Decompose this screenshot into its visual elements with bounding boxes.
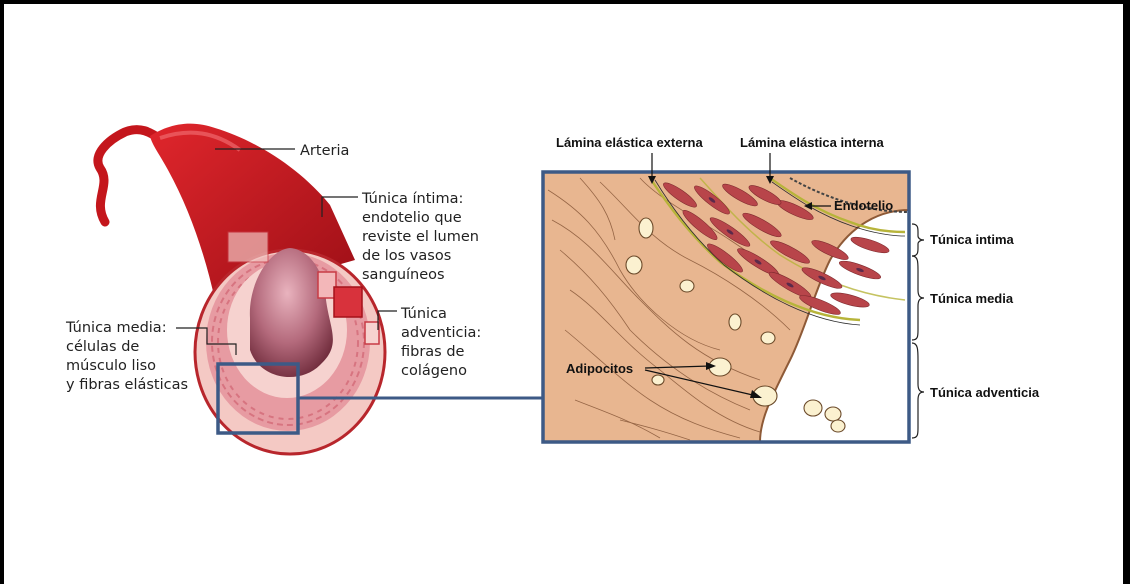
label-tunica-adventicia: Túnica adventicia: fibras de colágeno bbox=[400, 306, 481, 379]
brace-adventicia bbox=[912, 343, 924, 438]
label-endotelio: Endotelio bbox=[834, 198, 893, 213]
brace-media bbox=[912, 256, 924, 340]
label-tunica-media: Túnica media: células de músculo liso y … bbox=[65, 320, 188, 393]
svg-text:de los vasos: de los vasos bbox=[362, 248, 451, 264]
svg-text:y fibras elásticas: y fibras elásticas bbox=[66, 377, 188, 393]
svg-text:Túnica media:: Túnica media: bbox=[65, 320, 167, 336]
artery-illustration bbox=[98, 124, 385, 454]
svg-text:colágeno: colágeno bbox=[401, 363, 467, 379]
brace-intima bbox=[912, 224, 924, 256]
svg-text:Túnica íntima:: Túnica íntima: bbox=[361, 191, 463, 207]
svg-text:reviste el lumen: reviste el lumen bbox=[362, 229, 479, 245]
label-tunica-intima-right: Túnica intima bbox=[930, 232, 1015, 247]
svg-text:células de: células de bbox=[66, 339, 139, 355]
label-tunica-media-right: Túnica media bbox=[930, 291, 1014, 306]
label-adipocitos: Adipocitos bbox=[566, 361, 633, 376]
label-arteria: Arteria bbox=[300, 143, 349, 159]
svg-text:fibras de: fibras de bbox=[401, 344, 465, 360]
svg-text:endotelio que: endotelio que bbox=[362, 210, 462, 226]
label-tunica-intima: Túnica íntima: endotelio que reviste el … bbox=[361, 191, 479, 283]
svg-text:Túnica: Túnica bbox=[400, 306, 447, 322]
label-lamina-elastica-externa: Lámina elástica externa bbox=[556, 135, 703, 150]
svg-text:músculo liso: músculo liso bbox=[66, 358, 156, 374]
svg-text:adventicia:: adventicia: bbox=[401, 325, 481, 341]
svg-text:sanguíneos: sanguíneos bbox=[362, 267, 445, 283]
label-lamina-elastica-interna: Lámina elástica interna bbox=[740, 135, 885, 150]
label-tunica-adventicia-right: Túnica adventicia bbox=[930, 385, 1040, 400]
